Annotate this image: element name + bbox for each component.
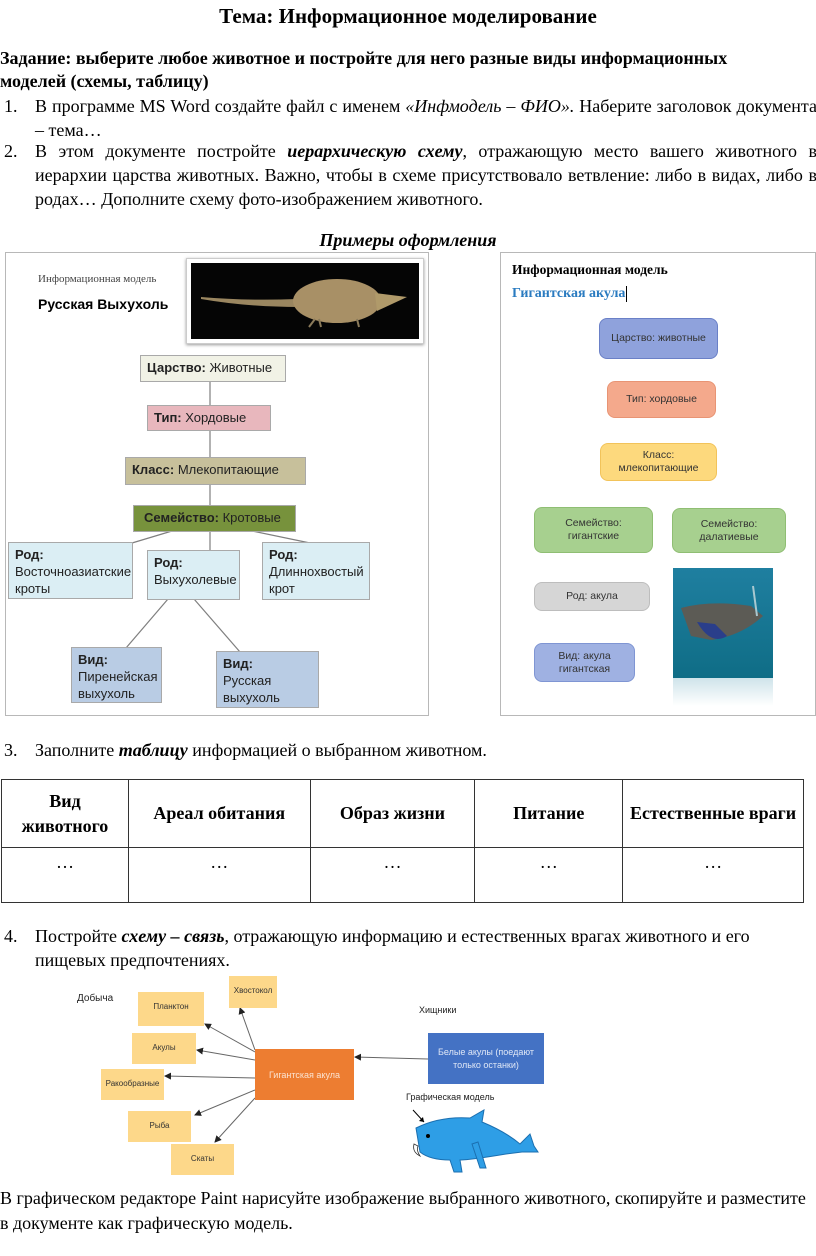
step-number: 2. <box>4 141 18 161</box>
step-text: , отражающую место вашего животного в ие… <box>35 141 816 209</box>
example-1-animal: Русская Выхухоль <box>38 296 169 312</box>
node-2-genus: Род: акула <box>534 582 650 611</box>
node-2-phylum: Тип: хордовые <box>607 381 716 418</box>
node-value: Кротовые <box>218 510 281 525</box>
step-emphasis: таблицу <box>118 740 188 760</box>
task-heading: Задание: выберите любое животное и постр… <box>0 47 816 93</box>
table-cell[interactable]: … <box>127 847 311 903</box>
node-genus-1: Род: Восточноазиатские кроты <box>8 542 133 599</box>
page-title: Тема: Информационное моделирование <box>219 4 597 28</box>
animal-info-table: Вид животного Ареал обитания Образ жизни… <box>1 779 804 903</box>
node-2-species: Вид: акула гигантская <box>534 643 635 682</box>
table-row: … … … … … <box>1 847 804 903</box>
node-value: Хордовые <box>181 410 247 425</box>
node-value: Животные <box>205 360 273 375</box>
examples-heading: Примеры оформления <box>319 230 497 250</box>
step-text: В этом документе постройте <box>35 141 288 161</box>
step-text: , отражающую информацию и естественных в… <box>35 926 750 970</box>
step-text: информацией о выбранном животном. <box>187 740 487 760</box>
prey-item: Рыба <box>128 1111 191 1142</box>
graphic-model-label: Графическая модель <box>406 1092 495 1102</box>
table-cell[interactable]: … <box>474 847 624 903</box>
column-header: Вид животного <box>1 779 129 848</box>
node-2-family-2: Семейство: далатиевые <box>672 508 786 553</box>
table-header-row: Вид животного Ареал обитания Образ жизни… <box>1 779 804 848</box>
example-1-caption: Информационная модель <box>38 273 157 285</box>
basking-shark-photo-icon <box>671 566 775 708</box>
column-header: Питание <box>474 779 624 848</box>
prey-item: Акулы <box>132 1033 196 1064</box>
task-line-2: моделей (схемы, таблицу) <box>0 71 209 91</box>
node-2-class: Класс: млекопитающие <box>600 443 717 481</box>
table-cell[interactable]: … <box>309 847 476 903</box>
node-label: Вид: <box>78 652 108 667</box>
node-family: Семейство: Кротовые <box>133 505 296 532</box>
step-emphasis: иерархическую схему <box>287 141 463 161</box>
step-text: Постройте <box>35 926 122 946</box>
table-cell[interactable]: … <box>1 847 129 903</box>
node-class: Класс: Млекопитающие <box>125 457 306 485</box>
prey-item: Скаты <box>171 1144 234 1175</box>
example-2-animal: Гигантская акула <box>512 286 628 302</box>
node-value: Длиннохвостый крот <box>269 564 364 596</box>
step-number: 4. <box>4 926 18 946</box>
node-genus-3: Род: Длиннохвостый крот <box>262 542 370 600</box>
node-label: Вид: <box>223 656 253 671</box>
step-number: 3. <box>4 740 18 760</box>
step-1: 1. В программе MS Word создайте файл с и… <box>0 94 816 142</box>
table-cell[interactable]: … <box>622 847 804 903</box>
prey-label: Добыча <box>77 993 114 1004</box>
node-value: Выхухолевые <box>154 572 237 587</box>
node-value: Русская выхухоль <box>223 673 280 705</box>
shark-drawing-icon <box>410 1102 542 1174</box>
node-genus-2: Род: Выхухолевые <box>147 550 240 600</box>
node-2-family-1: Семейство: гигантские <box>534 507 653 553</box>
example-2-caption: Информационная модель <box>512 262 668 277</box>
node-value: Пиренейская выхухоль <box>78 669 158 701</box>
node-phylum: Тип: Хордовые <box>147 405 271 431</box>
prey-item: Планктон <box>138 992 204 1026</box>
node-value: Млекопитающие <box>174 462 279 477</box>
step-text: В программе MS Word создайте файл с имен… <box>35 96 406 116</box>
column-header: Ареал обитания <box>127 779 311 848</box>
step-emphasis: «Инфмодель – ФИО». <box>405 96 575 116</box>
node-label: Класс: <box>132 462 175 477</box>
prey-item: Хвостокол <box>229 976 277 1008</box>
step-text: Наберите заголовок документа – тема… <box>35 96 816 140</box>
node-label: Семейство: <box>144 510 219 525</box>
step-2: 2. В этом документе постройте иерархичес… <box>0 139 816 211</box>
step-number: 1. <box>4 96 18 116</box>
predator-node: Белые акулы (поедают только останки) <box>428 1033 544 1084</box>
node-kingdom: Царство: Животные <box>140 355 286 382</box>
step-3: 3. Заполните таблицу информацией о выбра… <box>0 738 816 764</box>
node-species-2: Вид: Русская выхухоль <box>216 651 319 708</box>
column-header: Образ жизни <box>309 779 476 848</box>
step-emphasis: схему – связь <box>121 926 225 946</box>
node-label: Царство: <box>147 360 206 375</box>
task-line-1: Задание: выберите любое животное и постр… <box>0 48 728 68</box>
node-value: Восточноазиатские кроты <box>15 564 132 596</box>
column-header: Естественные враги <box>622 779 804 848</box>
desman-photo-icon <box>186 258 424 344</box>
prey-item: Ракообразные <box>101 1069 164 1100</box>
step-4: 4. Постройте схему – связь, отражающую и… <box>0 924 816 972</box>
node-2-kingdom: Царство: животные <box>599 318 718 359</box>
node-label: Род: <box>269 547 298 562</box>
node-label: Род: <box>154 555 183 570</box>
node-label: Род: <box>15 547 44 562</box>
final-instruction: В графическом редакторе Paint нарисуйте … <box>0 1188 806 1233</box>
predators-label: Хищники <box>419 1005 457 1015</box>
node-label: Тип: <box>154 410 182 425</box>
node-species-1: Вид: Пиренейская выхухоль <box>71 647 162 703</box>
step-text: Заполните <box>35 740 119 760</box>
center-node: Гигантская акула <box>255 1049 354 1100</box>
